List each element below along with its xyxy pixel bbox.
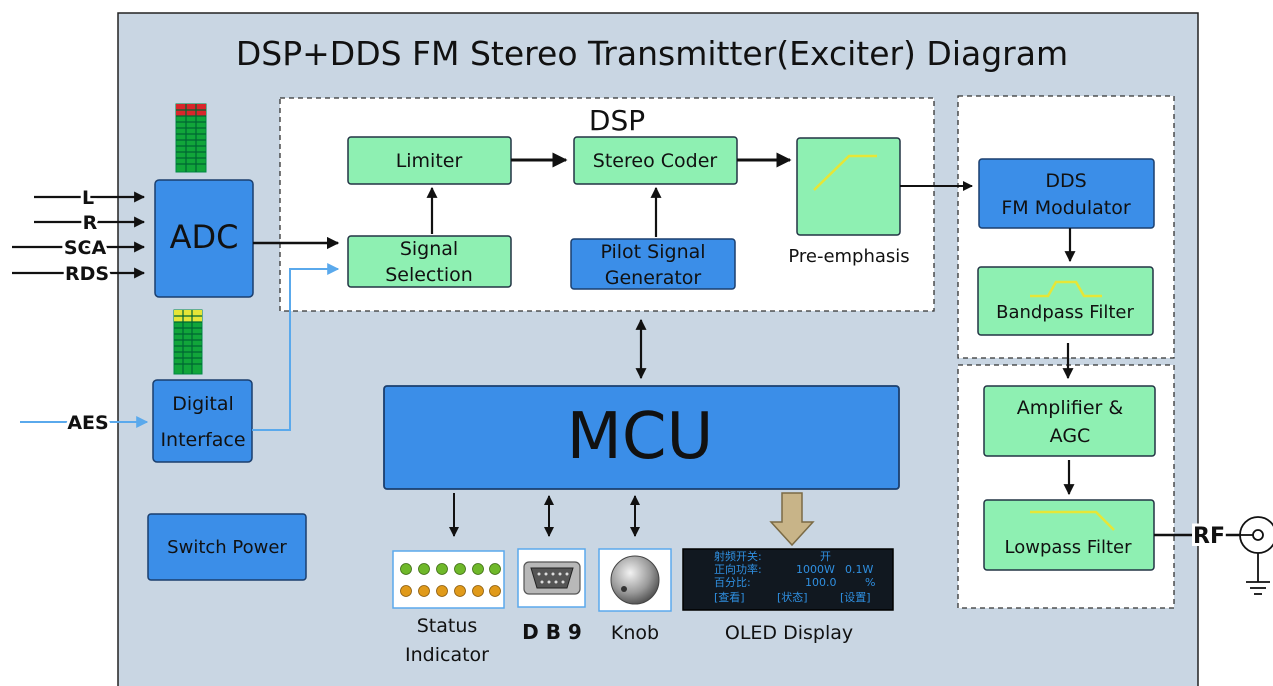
bandpass-filter-block: [977, 266, 1154, 336]
lowpass-filter-block: [983, 499, 1155, 571]
limiter-label: Limiter: [396, 150, 463, 172]
oled-row3-unit: %: [865, 576, 875, 589]
signal-selection-label-line2: Selection: [385, 264, 473, 286]
rf-label: RF: [1193, 524, 1225, 549]
oled-row2-value1: 1000W: [796, 563, 835, 576]
status-indicator-label-line2: Indicator: [405, 644, 489, 666]
mcu-block: [383, 385, 900, 490]
oled-row1-value: 开: [820, 550, 831, 563]
mcu-label: MCU: [567, 400, 714, 474]
diagram-title: DSP+DDS FM Stereo Transmitter(Exciter) D…: [236, 34, 1068, 73]
stereo-coder-label: Stereo Coder: [593, 150, 718, 172]
pilot-generator-label-line2: Generator: [605, 267, 702, 289]
oled-display: 射频开关: 开 正向功率: 1000W 0.1W 百分比: 100.0 % [查…: [682, 548, 894, 611]
status-indicator-icon: [392, 550, 505, 609]
knob-icon: [598, 548, 672, 612]
bandpass-curve-icon: [1030, 280, 1102, 298]
pilot-generator-block: [570, 238, 736, 290]
lowpass-filter-label: Lowpass Filter: [1005, 537, 1133, 558]
input-r-label: R: [83, 212, 98, 234]
amplifier-agc-label-line1: Amplifier &: [1017, 397, 1124, 419]
bandpass-filter-label: Bandpass Filter: [996, 302, 1134, 323]
adc-label: ADC: [170, 218, 239, 256]
input-sca-label: SCA: [64, 237, 107, 259]
oled-display-label: OLED Display: [725, 622, 853, 644]
signal-selection-label-line1: Signal: [400, 238, 458, 260]
dds-modulator-label-line1: DDS: [1045, 170, 1086, 192]
antenna-connector-icon: [1239, 516, 1273, 595]
knob-label: Knob: [611, 622, 659, 644]
digital-interface-block: [152, 379, 253, 463]
oled-row2-value2: 0.1W: [845, 563, 873, 576]
pre-emphasis-block: [796, 137, 901, 236]
input-aes-label: AES: [67, 412, 108, 434]
switch-power-label: Switch Power: [167, 537, 287, 558]
oled-row2-label: 正向功率:: [714, 562, 762, 576]
status-indicator-label-line1: Status: [417, 615, 478, 637]
amplifier-agc-block: [983, 385, 1156, 457]
pilot-generator-label-line1: Pilot Signal: [600, 241, 705, 263]
input-l-label: L: [82, 187, 94, 209]
dsp-label: DSP: [589, 104, 645, 137]
oled-menu2: [状态]: [777, 590, 808, 604]
oled-row1-label: 射频开关:: [714, 549, 762, 563]
digital-interface-label-line1: Digital: [172, 393, 234, 415]
oled-row3-value: 100.0: [805, 576, 837, 589]
lowpass-curve-icon: [1030, 510, 1115, 531]
pre-emphasis-label: Pre-emphasis: [788, 246, 909, 267]
oled-row3-label: 百分比:: [714, 576, 751, 589]
digital-interface-label-line2: Interface: [160, 429, 245, 451]
input-rds-label: RDS: [65, 263, 109, 285]
oled-menu3: [设置]: [840, 591, 871, 604]
pre-emphasis-curve-icon: [813, 154, 877, 191]
db9-connector-icon: [517, 548, 586, 608]
oled-menu1: [查看]: [714, 590, 745, 604]
adc-block: [154, 179, 254, 298]
level-meter-top: [175, 103, 207, 173]
signal-selection-block: [347, 235, 512, 288]
db9-label: D B 9: [522, 620, 582, 644]
digital-to-selection-arrow: [252, 263, 340, 431]
mcu-to-oled-block-arrow: [769, 492, 815, 547]
amplifier-agc-label-line2: AGC: [1050, 425, 1091, 447]
dds-modulator-label-line2: FM Modulator: [1001, 197, 1130, 219]
dds-modulator-block: [978, 158, 1155, 229]
level-meter-bottom: [173, 309, 203, 375]
switch-power-block: [147, 513, 307, 581]
